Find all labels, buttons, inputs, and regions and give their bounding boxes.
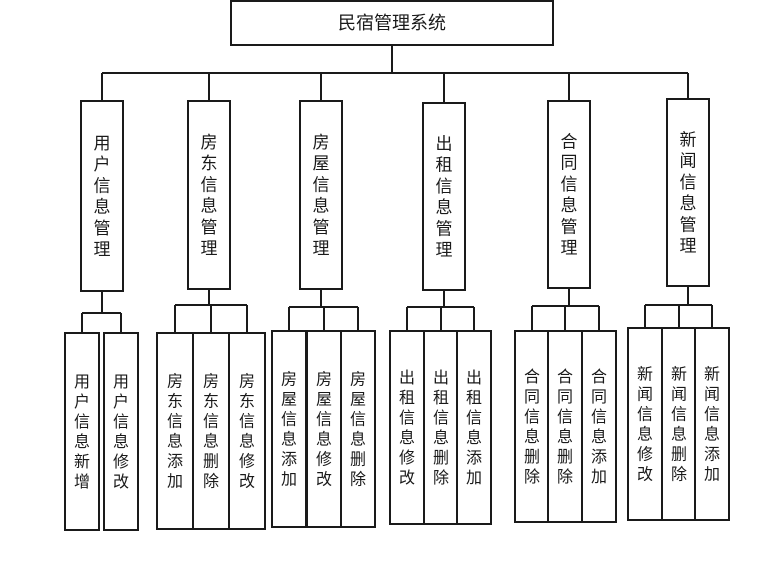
module-node: 房屋信息管理 <box>299 100 343 290</box>
leaf-node-frame <box>192 332 230 530</box>
leaf-node: 房屋信息删除 <box>340 330 376 528</box>
leaf-node-label: 出租信息删除 <box>433 368 449 487</box>
module-node-frame <box>299 100 343 290</box>
root-node-label: 民宿管理系统 <box>338 13 446 34</box>
module-node-frame <box>187 100 231 290</box>
leaf-node: 用户信息修改 <box>103 332 139 531</box>
leaf-node: 出租信息修改 <box>389 330 425 525</box>
leaf-node-label: 房东信息添加 <box>167 372 183 491</box>
leaf-node-frame <box>423 330 459 525</box>
leaf-node-frame <box>271 330 307 528</box>
leaf-node-label: 用户信息修改 <box>113 372 129 491</box>
leaf-node: 新闻信息修改 <box>627 327 663 521</box>
leaf-node-label: 新闻信息添加 <box>704 365 720 484</box>
leaf-node-label: 出租信息修改 <box>399 368 415 487</box>
leaf-node: 合同信息删除 <box>547 330 583 523</box>
leaf-node-frame <box>228 332 266 530</box>
leaf-node: 房屋信息修改 <box>306 330 342 528</box>
module-node: 出租信息管理 <box>422 102 466 291</box>
leaf-node-frame <box>389 330 425 525</box>
leaf-node-label: 房屋信息修改 <box>316 370 332 489</box>
leaf-node: 房东信息修改 <box>228 332 266 530</box>
module-node-label: 新闻信息管理 <box>680 130 697 256</box>
leaf-node-label: 合同信息删除 <box>524 367 540 486</box>
leaf-node-label: 出租信息添加 <box>466 368 482 487</box>
leaf-node-frame <box>514 330 550 523</box>
leaf-node-label: 合同信息删除 <box>557 367 573 486</box>
leaf-node-frame <box>103 332 139 531</box>
leaf-node-label: 房屋信息删除 <box>350 370 366 489</box>
root-node-frame <box>230 0 554 46</box>
leaf-node-label: 合同信息添加 <box>591 367 607 486</box>
module-node: 合同信息管理 <box>547 100 591 289</box>
leaf-node-label: 房东信息删除 <box>203 372 219 491</box>
leaf-node-frame <box>694 327 730 521</box>
leaf-node: 新闻信息添加 <box>694 327 730 521</box>
leaf-node: 合同信息添加 <box>581 330 617 523</box>
leaf-node: 房东信息添加 <box>156 332 194 530</box>
leaf-node: 用户信息新增 <box>64 332 100 531</box>
leaf-node-label: 新闻信息删除 <box>671 365 687 484</box>
root-node: 民宿管理系统 <box>230 0 554 46</box>
leaf-node: 合同信息删除 <box>514 330 550 523</box>
module-node-frame <box>666 98 710 287</box>
leaf-node: 出租信息删除 <box>423 330 459 525</box>
module-node: 房东信息管理 <box>187 100 231 290</box>
module-node-label: 出租信息管理 <box>436 134 453 260</box>
leaf-node-label: 房东信息修改 <box>239 372 255 491</box>
module-node: 用户信息管理 <box>80 100 124 292</box>
module-node-frame <box>422 102 466 291</box>
leaf-node-frame <box>581 330 617 523</box>
leaf-node: 房屋信息添加 <box>271 330 307 528</box>
leaf-node-frame <box>661 327 697 521</box>
leaf-node-label: 用户信息新增 <box>74 372 90 491</box>
leaf-node-label: 房屋信息添加 <box>281 370 297 489</box>
leaf-node-frame <box>156 332 194 530</box>
leaf-node-frame <box>456 330 492 525</box>
leaf-node: 房东信息删除 <box>192 332 230 530</box>
leaf-node-frame <box>306 330 342 528</box>
module-node-label: 用户信息管理 <box>94 134 111 260</box>
module-node-label: 合同信息管理 <box>561 132 578 258</box>
module-node: 新闻信息管理 <box>666 98 710 287</box>
connector-lines <box>81 45 713 333</box>
leaf-node: 出租信息添加 <box>456 330 492 525</box>
module-node-frame <box>547 100 591 289</box>
module-node-frame <box>80 100 124 292</box>
module-node-label: 房屋信息管理 <box>313 133 330 259</box>
leaf-node: 新闻信息删除 <box>661 327 697 521</box>
leaf-node-frame <box>340 330 376 528</box>
leaf-node-label: 新闻信息修改 <box>637 365 653 484</box>
module-node-label: 房东信息管理 <box>201 133 218 259</box>
leaf-node-frame <box>64 332 100 531</box>
